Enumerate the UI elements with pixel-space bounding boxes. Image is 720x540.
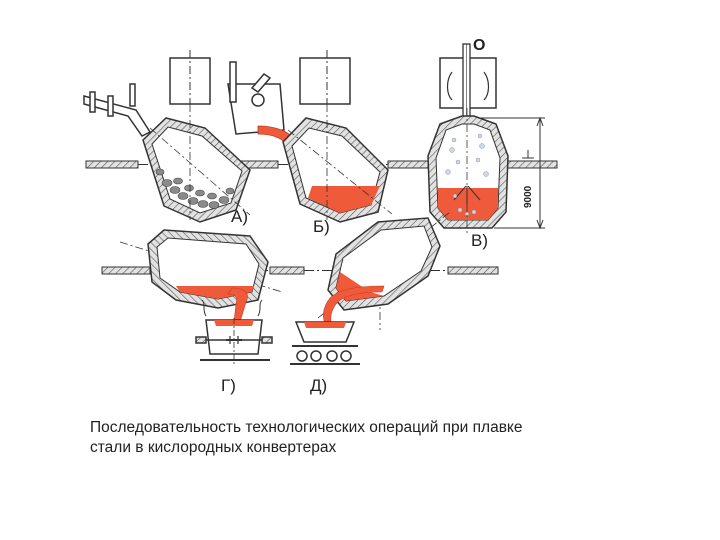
hood-b [300,58,350,104]
dimension-label: 9000 [523,185,534,208]
stage-g-label: Г) [221,376,236,395]
support-bar-g-left [102,267,150,274]
stage-a-label: А) [231,207,248,226]
caption-line-1: Последовательность технологических опера… [90,418,650,438]
stage-b-label: Б) [313,217,330,236]
support-bar-v-right [505,161,557,168]
stage-v-oxygen-blowing: O [428,37,545,250]
support-bar-g-right [270,267,304,274]
support-bar-v-left [388,161,430,168]
caption-line-2: стали в кислородных конвертерах [90,438,650,458]
stage-b-hot-metal-pouring: Б) [228,50,392,236]
support-bar-d-right [448,267,498,274]
support-bar-a-left [86,161,138,168]
steel-ladle-g [196,300,272,364]
hood-a [170,58,210,104]
slag-car-d [290,322,360,364]
hot-metal-ladle [228,62,284,134]
stage-a-scrap-charging: А) [84,50,250,226]
stage-g-steel-tapping: Г) [120,230,282,395]
figure-caption: Последовательность технологических опера… [90,418,650,458]
stage-v-label: В) [471,231,488,250]
stage-d-label: Д) [310,376,327,395]
oxygen-label: O [473,37,485,54]
scrap-chute [84,84,150,136]
stage-d-slag-pouring: Д) [290,212,450,395]
